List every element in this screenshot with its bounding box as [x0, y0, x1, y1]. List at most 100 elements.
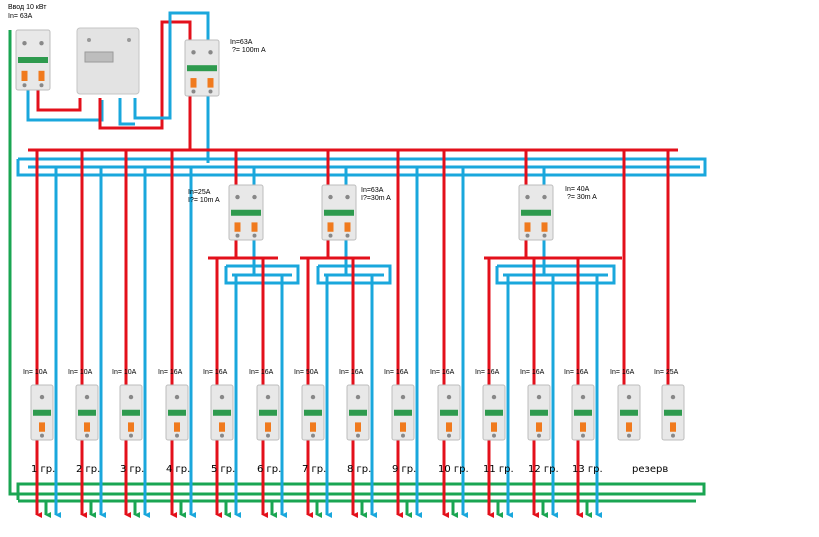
- breaker-group-10-brand-strip: [440, 409, 458, 416]
- terminal-screw-icon: [447, 433, 451, 438]
- toggle-handle-icon: [355, 422, 361, 432]
- breaker-group-5-brand-strip: [213, 409, 231, 416]
- breaker-rating-7: In= 50A: [294, 369, 319, 376]
- terminal-screw-icon: [40, 433, 44, 438]
- terminal-screw-icon: [39, 41, 44, 46]
- terminal-screw-icon: [127, 38, 131, 42]
- terminal-screw-icon: [525, 194, 530, 200]
- breaker-rating-10: In= 16A: [430, 369, 455, 376]
- breaker-rating-14: In= 16A: [610, 369, 635, 376]
- reserve-label: резерв: [632, 464, 668, 475]
- terminal-screw-icon: [446, 394, 452, 400]
- group-label-3: 3 гр.: [120, 464, 144, 475]
- terminal-screw-icon: [208, 50, 213, 55]
- devices-layer: [15, 27, 685, 441]
- breaker-group-14-brand-strip: [620, 409, 638, 416]
- breaker-group-7: [301, 384, 325, 441]
- breaker-group-15-brand-strip: [664, 409, 682, 416]
- breaker-group-12-brand-strip: [530, 409, 548, 416]
- terminal-screw-icon: [355, 394, 361, 400]
- rcd-1-label-2: I?= 10m A: [188, 197, 220, 204]
- breaker-rating-4: In= 16A: [158, 369, 183, 376]
- terminal-screw-icon: [22, 83, 27, 88]
- input-breaker: [15, 29, 51, 91]
- wires-layer: [8, 11, 707, 518]
- toggle-handle-icon: [207, 78, 214, 88]
- toggle-handle-icon: [327, 222, 334, 232]
- breaker-group-12: [527, 384, 551, 441]
- terminal-screw-icon: [345, 194, 350, 200]
- terminal-screw-icon: [311, 433, 315, 438]
- terminal-screw-icon: [84, 394, 90, 400]
- terminal-screw-icon: [626, 394, 632, 400]
- terminal-screw-icon: [129, 433, 133, 438]
- breaker-group-2-brand-strip: [78, 409, 96, 416]
- group-label-10: 10 гр.: [438, 464, 469, 475]
- breaker-group-6: [256, 384, 280, 441]
- breaker-rating-2: In= 10A: [68, 369, 93, 376]
- toggle-handle-icon: [251, 222, 258, 232]
- rcd-3-label-2: ?= 30m A: [567, 194, 597, 201]
- input-label-2: In= 63A: [8, 13, 33, 20]
- group-label-11: 11 гр.: [483, 464, 514, 475]
- breaker-rating-6: In= 16A: [249, 369, 274, 376]
- terminal-screw-icon: [266, 433, 270, 438]
- group-label-4: 4 гр.: [166, 464, 190, 475]
- main-rcd-brand-strip: [187, 65, 217, 72]
- toggle-handle-icon: [234, 222, 241, 232]
- toggle-handle-icon: [626, 422, 632, 432]
- main-rcd-label-1: In=63A: [230, 39, 253, 46]
- group-label-8: 8 гр.: [347, 464, 371, 475]
- terminal-screw-icon: [542, 233, 547, 238]
- terminal-screw-icon: [328, 233, 333, 238]
- breaker-group-1-brand-strip: [33, 409, 51, 416]
- breaker-rating-11: In= 16A: [475, 369, 500, 376]
- wire-meter-neutral: [118, 98, 135, 126]
- terminal-screw-icon: [525, 233, 530, 238]
- terminal-screw-icon: [400, 394, 406, 400]
- toggle-handle-icon: [580, 422, 586, 432]
- toggle-handle-icon: [536, 422, 542, 432]
- group-label-1: 1 гр.: [31, 464, 55, 475]
- breaker-group-6-brand-strip: [259, 409, 277, 416]
- terminal-screw-icon: [175, 433, 179, 438]
- group-label-9: 9 гр.: [392, 464, 416, 475]
- breaker-group-7-brand-strip: [304, 409, 322, 416]
- input-breaker-brand-strip: [18, 57, 48, 63]
- terminal-screw-icon: [219, 394, 225, 400]
- rcd-2-label-1: In=63A: [361, 187, 384, 194]
- wire-meter-neutral-out: [133, 11, 210, 120]
- toggle-handle-icon: [670, 422, 676, 432]
- breaker-group-10: [437, 384, 461, 441]
- terminal-screw-icon: [536, 394, 542, 400]
- rcd-3-neutral-loop: [495, 264, 616, 285]
- breaker-group-9: [391, 384, 415, 441]
- rcd-2: [321, 184, 357, 241]
- toggle-handle-icon: [219, 422, 225, 432]
- breaker-group-11: [482, 384, 506, 441]
- breaker-group-13: [571, 384, 595, 441]
- terminal-screw-icon: [87, 38, 91, 42]
- breaker-group-8-brand-strip: [349, 409, 367, 416]
- terminal-screw-icon: [537, 433, 541, 438]
- breaker-group-5: [210, 384, 234, 441]
- breaker-rating-13: In= 16A: [564, 369, 589, 376]
- toggle-handle-icon: [400, 422, 406, 432]
- breaker-group-13-brand-strip: [574, 409, 592, 416]
- rcd-2-label-2: I?=30m A: [361, 195, 391, 202]
- terminal-screw-icon: [581, 433, 585, 438]
- breaker-rating-12: In= 16A: [520, 369, 545, 376]
- group-label-7: 7 гр.: [302, 464, 326, 475]
- toggle-handle-icon: [190, 78, 197, 88]
- terminal-screw-icon: [39, 83, 44, 88]
- breaker-rating-5: In= 16A: [203, 369, 228, 376]
- terminal-screw-icon: [235, 233, 240, 238]
- terminal-screw-icon: [492, 433, 496, 438]
- rcd-3: [518, 184, 554, 241]
- input-label-1: Ввод 10 кВт: [8, 4, 47, 11]
- breaker-group-3: [119, 384, 143, 441]
- terminal-screw-icon: [252, 194, 257, 200]
- terminal-screw-icon: [670, 394, 676, 400]
- terminal-screw-icon: [671, 433, 675, 438]
- breaker-group-11-brand-strip: [485, 409, 503, 416]
